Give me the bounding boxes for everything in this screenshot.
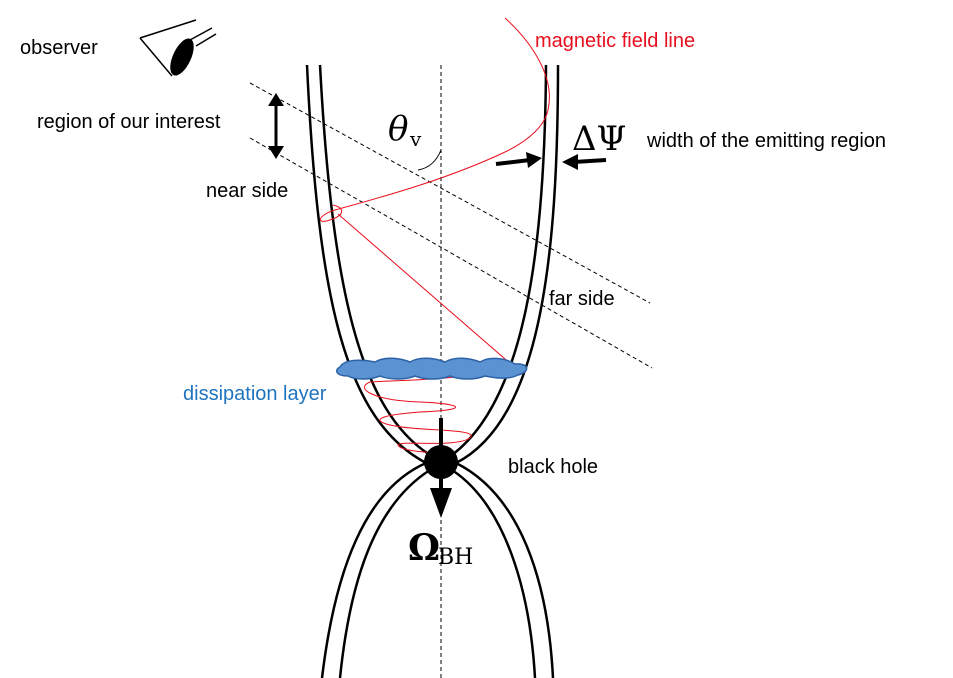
magnetic-field-line-label: magnetic field line <box>535 30 695 52</box>
counter-jet-wall-left-outer <box>320 461 427 678</box>
counter-jet-wall-left-inner <box>338 468 431 678</box>
line-of-sight-lower <box>249 137 653 369</box>
near-side-label: near side <box>206 180 288 202</box>
viewing-angle-arc <box>417 149 442 171</box>
counter-jet-wall-right-inner <box>451 468 537 678</box>
jet-wall-left-inner <box>318 64 431 457</box>
black-hole-label: black hole <box>508 456 598 478</box>
field-line-helix <box>364 367 501 456</box>
observer-eye-icon <box>139 19 217 77</box>
far-side-label: far side <box>549 288 615 310</box>
magnetic-field-line <box>320 17 550 456</box>
delta-psi-symbol: ΔΨ <box>572 119 626 159</box>
jet-wall-right-outer <box>455 64 560 465</box>
theta-subscript: v <box>409 127 422 151</box>
theta-symbol: θ <box>388 109 408 149</box>
field-line-upper <box>320 17 550 222</box>
dissipation-layer-cloud <box>335 357 528 380</box>
spin-arrow-head <box>430 488 452 518</box>
dissipation-layer-label: dissipation layer <box>183 383 327 405</box>
omega-subscript: BH <box>438 545 473 570</box>
omega-symbol: Ω <box>408 527 440 569</box>
line-of-sight-upper <box>249 82 651 304</box>
jet-wall-right-inner <box>451 64 548 456</box>
field-line-diagonal <box>337 213 521 373</box>
region-label: region of our interest <box>37 111 221 133</box>
jet-wall-left-outer <box>305 64 427 465</box>
width-label: width of the emitting region <box>646 130 886 152</box>
region-double-arrow <box>268 93 284 159</box>
width-arrows <box>495 152 607 170</box>
observer-label: observer <box>20 37 98 59</box>
counter-jet-wall-right-outer <box>455 461 555 678</box>
